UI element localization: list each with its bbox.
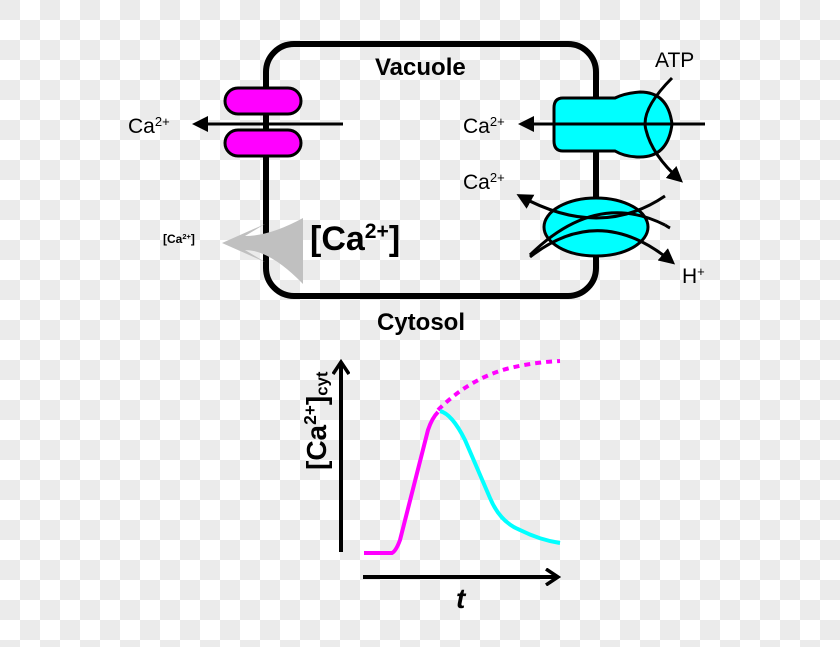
ion-charge: 2+ xyxy=(154,113,170,129)
ion-symbol: H xyxy=(682,265,698,288)
bracket-open: [Ca xyxy=(310,220,365,258)
proton-label: H+ xyxy=(682,263,705,288)
calcium-trace xyxy=(364,359,561,555)
cytosolic-calcium-low-label: [Ca2+] xyxy=(163,233,195,245)
calcium-atpase-pump xyxy=(518,76,705,183)
graph-axes xyxy=(341,362,558,577)
ion-charge: 2+ xyxy=(300,405,321,425)
y-axis-label: [Ca2+]cyt xyxy=(300,371,332,470)
vacuolar-calcium-high-label: [Ca2+] xyxy=(310,220,401,258)
vacuole-label: Vacuole xyxy=(375,54,466,81)
bracket-close: ] xyxy=(388,220,401,258)
x-axis-label: t xyxy=(456,583,466,614)
ion-charge: 2+ xyxy=(489,169,505,185)
subscript: cyt xyxy=(312,371,332,396)
cytosol-label: Cytosol xyxy=(377,309,466,336)
bracket-open: [Ca xyxy=(301,424,332,470)
gradient-arrow xyxy=(222,218,303,284)
ion-symbol: Ca xyxy=(463,171,490,194)
calcium-proton-exchanger xyxy=(516,194,676,265)
ion-symbol: Ca xyxy=(128,115,155,138)
pump-ion-label: Ca2+ xyxy=(463,113,505,138)
ion-charge: 2+ xyxy=(182,231,191,241)
ion-charge: + xyxy=(697,263,705,279)
channel-ion-label: Ca2+ xyxy=(128,113,170,138)
ion-charge: 2+ xyxy=(364,220,389,244)
vacuole-membrane xyxy=(263,41,599,299)
bracket-open: [Ca xyxy=(163,232,183,246)
atp-label: ATP xyxy=(655,49,695,72)
exchanger-ion-label: Ca2+ xyxy=(463,169,505,194)
ion-charge: 2+ xyxy=(489,113,505,129)
bracket-close: ] xyxy=(190,232,195,246)
bracket-close: ] xyxy=(301,395,332,406)
ion-symbol: Ca xyxy=(463,115,490,138)
calcium-channel xyxy=(192,86,343,158)
